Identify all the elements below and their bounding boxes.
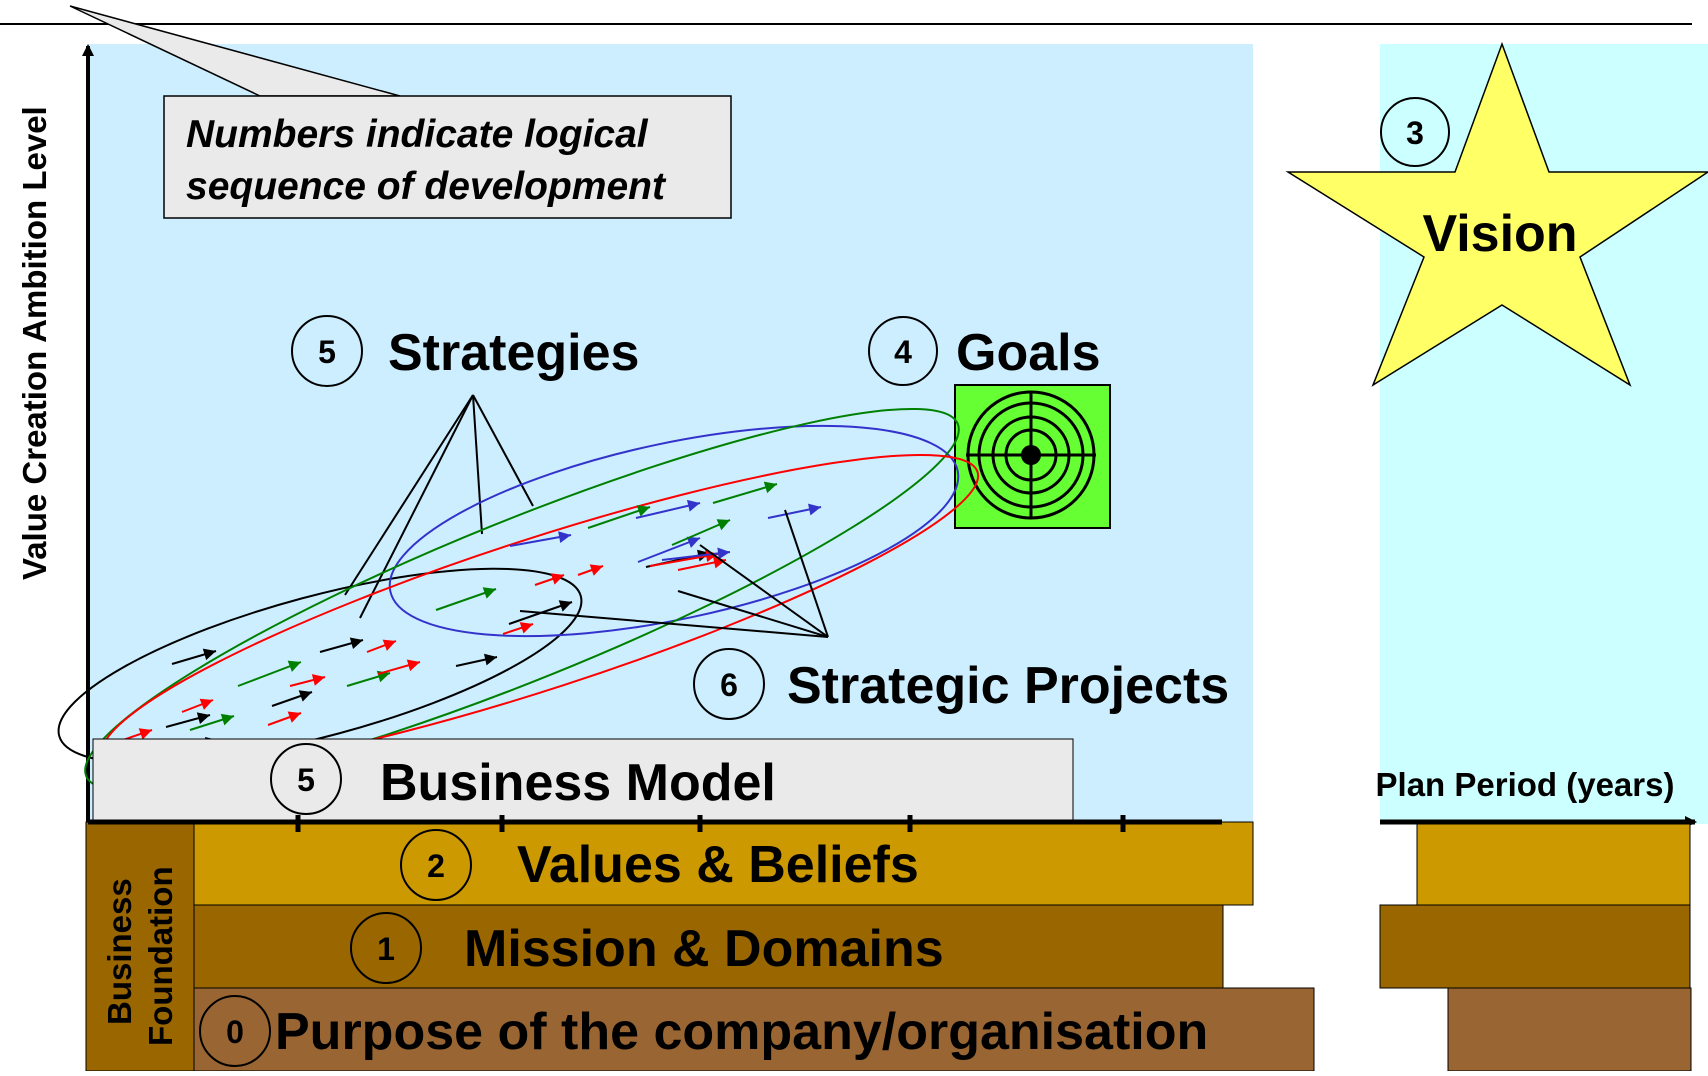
project-arrow-head bbox=[220, 713, 234, 726]
strategies-label: Strategies bbox=[388, 324, 639, 382]
strategy-ellipse-blue bbox=[388, 424, 960, 638]
business-model-label: Business Model bbox=[380, 754, 776, 812]
project-arrow-head bbox=[558, 600, 572, 612]
projects-pointer-lines bbox=[519, 509, 829, 638]
purpose-number: 0 bbox=[226, 1014, 244, 1050]
mission-number: 1 bbox=[377, 931, 395, 967]
strategies-number: 5 bbox=[318, 334, 336, 370]
projects-label: Strategic Projects bbox=[787, 657, 1229, 715]
values-number-circle bbox=[400, 829, 472, 901]
project-arrow-head bbox=[716, 519, 730, 531]
y-axis-label: Value Creation Ambition Level bbox=[16, 106, 53, 580]
strategy-ellipse-green bbox=[84, 407, 960, 793]
project-arrow-head bbox=[199, 698, 213, 710]
project-arrow-head bbox=[138, 728, 152, 740]
project-arrow-head bbox=[406, 659, 420, 672]
vision-mission-band bbox=[1379, 904, 1691, 989]
foundation-side-band bbox=[85, 821, 195, 1072]
vision-number-circle bbox=[1380, 97, 1450, 167]
purpose-number-circle bbox=[199, 995, 271, 1067]
project-arrow-head bbox=[349, 637, 363, 650]
vision-number: 3 bbox=[1406, 115, 1424, 151]
project-arrow-head bbox=[298, 690, 312, 702]
vision-purpose-band bbox=[1447, 987, 1692, 1072]
project-arrow-head bbox=[636, 505, 650, 517]
note-box bbox=[163, 95, 732, 219]
projects-number-circle bbox=[693, 648, 765, 720]
strategy-ellipse-black bbox=[57, 567, 583, 765]
strategies-number-circle bbox=[291, 315, 363, 387]
business-model-number: 5 bbox=[297, 762, 315, 798]
project-arrow-head bbox=[763, 481, 777, 494]
project-arrow-head bbox=[686, 499, 700, 512]
project-arrow-head bbox=[519, 622, 533, 634]
project-arrow-head bbox=[483, 653, 497, 666]
project-arrow-head bbox=[717, 547, 730, 560]
x-axis-label: Plan Period (years) bbox=[1376, 766, 1675, 803]
goals-number: 4 bbox=[894, 334, 912, 370]
foundation-label-line2: Foundation bbox=[142, 866, 179, 1046]
project-arrow-head bbox=[550, 573, 564, 585]
project-arrow-head bbox=[382, 639, 396, 651]
mission-label: Mission & Domains bbox=[464, 920, 944, 978]
x-axis-ticks bbox=[295, 815, 1126, 832]
business-model-number-circle bbox=[270, 743, 342, 815]
project-arrow-head bbox=[287, 660, 301, 672]
note-text-line1: Numbers indicate logical bbox=[186, 113, 649, 156]
project-arrow-head bbox=[287, 711, 301, 723]
projects-number: 6 bbox=[720, 667, 738, 703]
project-arrow-head bbox=[713, 556, 726, 569]
project-arrows bbox=[119, 481, 822, 752]
vision-label: Vision bbox=[1422, 205, 1577, 263]
vision-values-band bbox=[1416, 823, 1691, 906]
project-arrow-head bbox=[196, 712, 210, 724]
project-arrow-head bbox=[589, 564, 603, 576]
project-arrow-head bbox=[686, 536, 700, 548]
note-text-line2: sequence of development bbox=[186, 165, 667, 208]
business-model-box bbox=[92, 738, 1074, 822]
goals-label: Goals bbox=[956, 324, 1101, 382]
goals-number-circle bbox=[868, 316, 938, 386]
project-arrow-head bbox=[311, 674, 325, 686]
project-arrow-head bbox=[202, 648, 216, 661]
project-arrow-head bbox=[482, 587, 496, 599]
project-arrow-head bbox=[808, 503, 821, 516]
mission-number-circle bbox=[350, 912, 422, 984]
purpose-band bbox=[193, 987, 1315, 1072]
values-label: Values & Beliefs bbox=[517, 836, 919, 894]
values-number: 2 bbox=[427, 848, 445, 884]
vision-star bbox=[1285, 41, 1708, 387]
goal-target-icon bbox=[954, 384, 1111, 529]
project-arrow-head bbox=[558, 531, 571, 544]
foundation-label-line1: Business bbox=[101, 878, 138, 1025]
values-band bbox=[193, 821, 1254, 906]
purpose-label: Purpose of the company/organisation bbox=[275, 1003, 1208, 1061]
